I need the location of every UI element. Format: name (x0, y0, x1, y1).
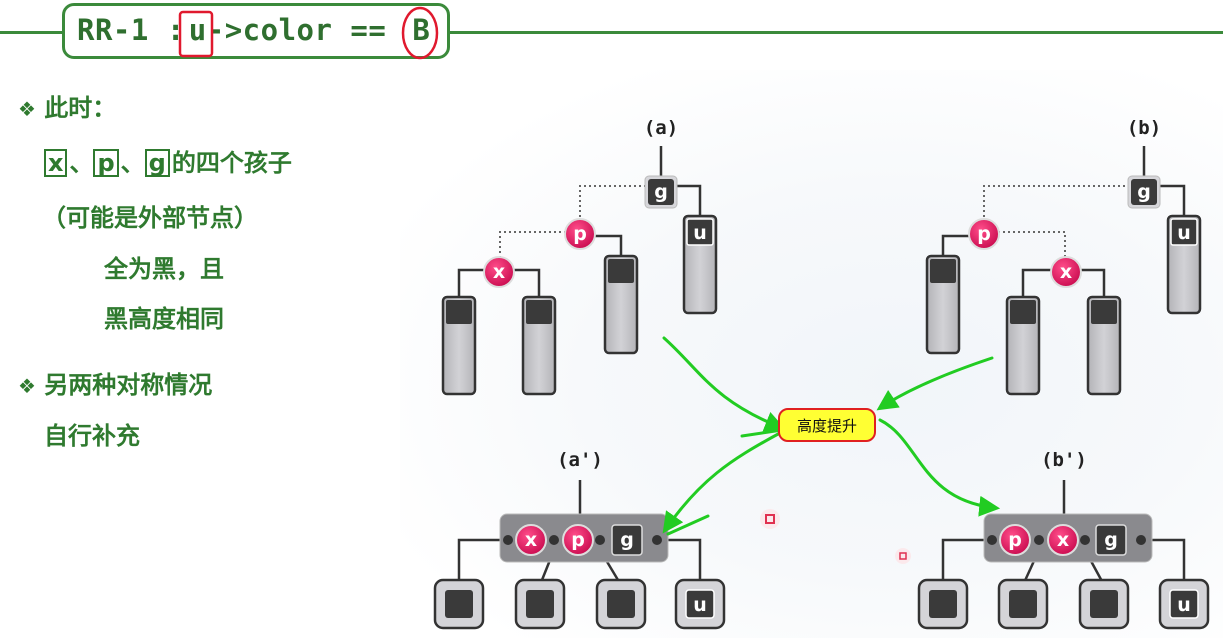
symbol-p: p (93, 149, 119, 177)
children-text: 的四个孩子 (171, 149, 292, 177)
node-letter: u (1177, 222, 1191, 244)
node-letter: p (573, 223, 587, 245)
callout-text: 高度提升 (797, 417, 857, 435)
leaf-b-prime-3 (1078, 578, 1130, 630)
node-letter: x (525, 529, 537, 551)
same-height-text: 黑高度相同 (104, 305, 224, 333)
arrow-a-to-callout (662, 336, 786, 432)
node-letter: g (1104, 529, 1118, 551)
node-letter: u (693, 594, 707, 616)
subtree-b-x-left (1005, 295, 1041, 396)
node-a-prime-x: x (515, 524, 547, 556)
subtree-a-x-right (521, 295, 557, 396)
sparkle-icon (895, 548, 911, 564)
subtree-a-x-left (441, 295, 477, 396)
leaf-b-prime-2 (997, 578, 1049, 630)
all-black-text: 全为黑，且 (104, 255, 224, 283)
label-a-prime: (a') (557, 449, 603, 471)
subtree-b-u: u (1166, 214, 1202, 315)
label-b: (b) (1127, 117, 1161, 139)
self-complete-text: 自行补充 (44, 422, 140, 450)
node-letter: x (1060, 261, 1072, 283)
title-middle: ->color == (206, 13, 387, 47)
label-b-prime: (b') (1041, 449, 1087, 471)
subtree-a-p-right (603, 254, 639, 355)
node-a-x: x (483, 256, 515, 288)
bullet-icon: ❖ (18, 97, 36, 121)
node-b-p: p (968, 218, 1000, 250)
arrow-callout-to-b-prime (878, 418, 1001, 517)
node-letter: g (620, 529, 634, 551)
node-a-prime-g: g (611, 524, 643, 556)
node-letter: g (1137, 181, 1151, 203)
node-letter: p (977, 223, 991, 245)
node-letter: x (493, 261, 505, 283)
node-b-g: g (1127, 175, 1161, 209)
bullet-1: ❖ 此时： (18, 88, 116, 123)
title-prefix: RR-1 (77, 13, 149, 47)
external-note: （可能是外部节点） (42, 204, 258, 232)
leaf-a-prime-1 (433, 578, 485, 630)
node-a-prime-p: p (562, 524, 594, 556)
title-frame (62, 3, 450, 59)
leaf-b-prime-1 (917, 578, 969, 630)
node-letter: u (693, 222, 707, 244)
node-letter: x (1057, 529, 1069, 551)
sparkle-icon (760, 509, 780, 529)
height-increase-callout: 高度提升 (778, 408, 876, 442)
symbol-g: g (144, 149, 170, 177)
node-b-prime-p: p (999, 524, 1031, 556)
node-letter: p (1008, 529, 1022, 551)
bullet-1-text: 此时： (44, 94, 117, 122)
node-letter: p (571, 529, 585, 551)
node-b-prime-x: x (1047, 524, 1079, 556)
leaf-a-prime-2 (514, 578, 566, 630)
separator-2: 、 (120, 149, 145, 177)
subtree-a-u: u (682, 214, 718, 315)
node-b-x: x (1050, 256, 1082, 288)
separator-1: 、 (69, 149, 94, 177)
leaf-b-prime-u: u (1158, 578, 1210, 630)
arrow-b-to-callout (876, 356, 994, 411)
node-letter: g (654, 181, 668, 203)
subtree-b-x-right (1086, 295, 1122, 396)
title-rule (0, 31, 1223, 34)
bullet-icon: ❖ (18, 374, 36, 398)
label-a: (a) (644, 117, 678, 139)
subtree-b-p-left (925, 254, 961, 355)
leaf-a-prime-3 (595, 578, 647, 630)
symbol-x: x (44, 149, 68, 177)
leaf-a-prime-u: u (674, 578, 726, 630)
node-letter: u (1177, 594, 1191, 616)
node-a-g: g (644, 175, 678, 209)
bullet-2: ❖ 另两种对称情况 (18, 365, 212, 400)
node-a-p: p (564, 218, 596, 250)
arrow-callout-to-a-prime (662, 431, 782, 534)
node-b-prime-g: g (1095, 524, 1127, 556)
bullet-2-text: 另两种对称情况 (44, 371, 213, 399)
